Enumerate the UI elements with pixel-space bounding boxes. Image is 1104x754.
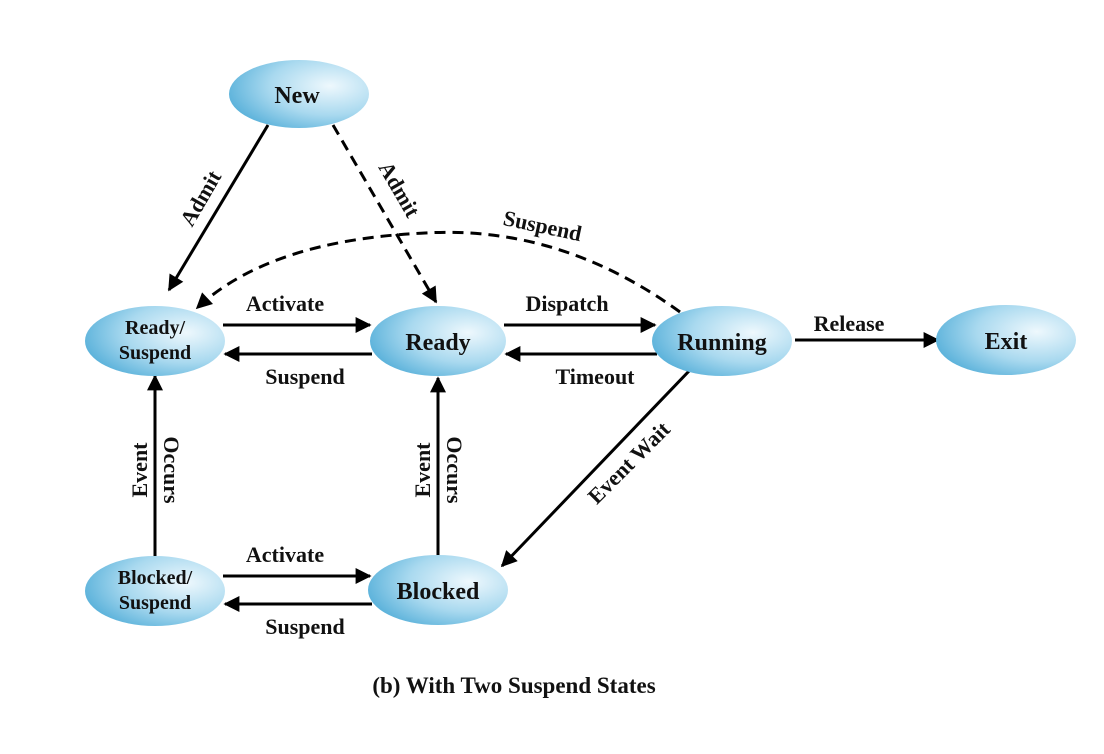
- label-admit-left: Admit: [175, 165, 227, 230]
- state-ready-suspend: Ready/ Suspend: [85, 306, 225, 376]
- figure-caption: (b) With Two Suspend States: [372, 673, 655, 698]
- state-blocked-label: Blocked: [397, 579, 480, 605]
- label-suspend-mid: Suspend: [265, 364, 345, 389]
- label-event-mid: Event: [410, 442, 435, 498]
- state-ready: Ready: [370, 306, 506, 376]
- label-admit-right: Admit: [374, 157, 426, 222]
- label-event-wait: Event Wait: [583, 416, 676, 509]
- label-occurs-mid: Occurs: [442, 436, 467, 504]
- label-activate-top: Activate: [246, 291, 324, 316]
- edge-suspend-running-to-ready-suspend: [195, 230, 681, 314]
- edge-admit-to-ready: [331, 124, 438, 304]
- state-ready-suspend-label-line2: Suspend: [119, 342, 191, 364]
- state-new: New: [229, 60, 369, 128]
- label-timeout: Timeout: [555, 364, 635, 389]
- state-blocked: Blocked: [368, 555, 508, 625]
- state-exit-label: Exit: [985, 329, 1028, 355]
- label-activate-bottom: Activate: [246, 542, 324, 567]
- label-occurs-left: Occurs: [159, 436, 184, 504]
- label-event-left: Event: [127, 442, 152, 498]
- edge-admit-to-ready-suspend: [167, 124, 270, 292]
- state-exit: Exit: [936, 305, 1076, 375]
- state-running: Running: [652, 306, 792, 376]
- state-running-label: Running: [677, 330, 766, 356]
- state-ready-label: Ready: [405, 330, 470, 356]
- state-blocked-suspend-label-line2: Suspend: [119, 592, 191, 614]
- state-blocked-suspend-label-line1: Blocked/: [118, 567, 193, 589]
- state-blocked-suspend: Blocked/ Suspend: [85, 556, 225, 626]
- state-new-label: New: [274, 83, 320, 109]
- label-release: Release: [814, 311, 885, 336]
- label-suspend-bottom: Suspend: [265, 614, 345, 639]
- state-ready-suspend-label-line1: Ready/: [125, 317, 185, 339]
- label-suspend-top: Suspend: [501, 205, 584, 246]
- edge-event-wait: [500, 368, 692, 568]
- label-dispatch: Dispatch: [525, 291, 608, 316]
